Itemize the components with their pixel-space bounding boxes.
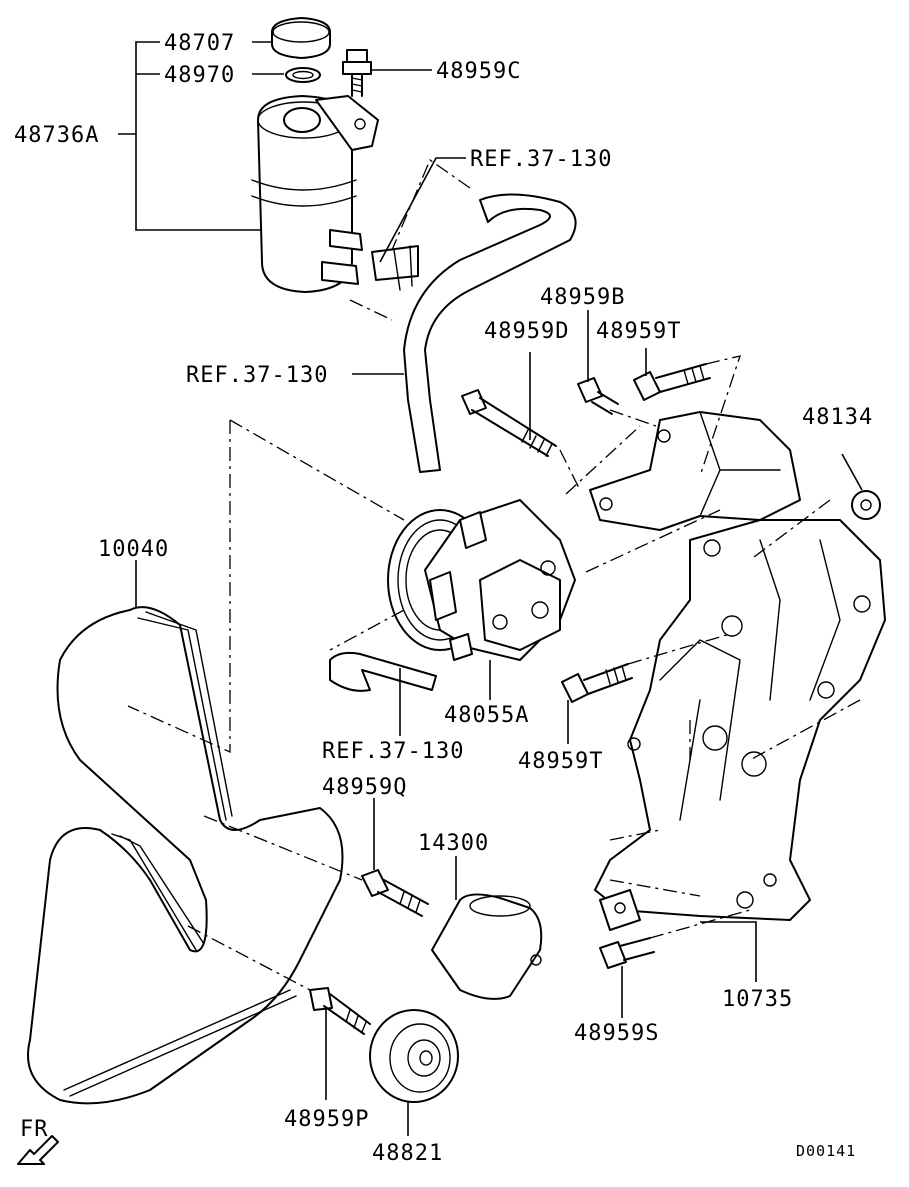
reservoir-tank xyxy=(251,95,379,293)
return-hose xyxy=(371,245,419,291)
bolt-p xyxy=(309,987,371,1035)
label-bracket: 10735 xyxy=(722,987,793,1012)
label-bolt-b: 48959B xyxy=(540,285,625,310)
label-ref-upper: REF.37-130 xyxy=(470,147,612,172)
bolt-d xyxy=(461,389,557,457)
suction-pipe xyxy=(329,651,437,692)
label-reservoir: 48736A xyxy=(14,123,99,148)
label-bolt-d: 48959D xyxy=(484,319,569,344)
label-bolt-p: 48959P xyxy=(284,1107,369,1132)
label-cap: 48707 xyxy=(164,31,235,56)
pressure-hose xyxy=(403,193,577,473)
label-tensioner: 14300 xyxy=(418,831,489,856)
bolt-t-upper xyxy=(633,363,711,401)
alignment-lines xyxy=(127,159,861,991)
bolt-t-lower xyxy=(561,663,633,703)
label-bolt-t-lower: 48959T xyxy=(518,749,603,774)
front-direction-arrow-icon xyxy=(17,1135,59,1165)
power-steering-pump xyxy=(387,499,576,661)
label-bolt-s: 48959S xyxy=(574,1021,659,1046)
label-idler-pulley: 48821 xyxy=(372,1141,443,1166)
label-ref-middle: REF.37-130 xyxy=(186,363,328,388)
bolt-q xyxy=(361,869,429,917)
tensioner-pulley xyxy=(431,893,543,1000)
label-front-direction: FR xyxy=(20,1117,49,1142)
bushing xyxy=(851,490,881,520)
bolt-b xyxy=(577,377,619,415)
idler-pulley xyxy=(369,1009,459,1103)
pump-bracket-upper xyxy=(589,411,801,531)
reservoir-bracket-leader xyxy=(135,41,262,231)
drive-belt xyxy=(27,606,344,1105)
label-bolt-t-upper: 48959T xyxy=(596,319,681,344)
reservoir-bolt-c xyxy=(342,49,372,97)
label-ref-lower: REF.37-130 xyxy=(322,739,464,764)
drawing-code: D00141 xyxy=(796,1142,856,1160)
label-bushing: 48134 xyxy=(802,405,873,430)
label-belt: 10040 xyxy=(98,537,169,562)
main-bracket xyxy=(594,519,886,931)
label-seal: 48970 xyxy=(164,63,235,88)
label-pump: 48055A xyxy=(444,703,529,728)
reservoir-cap xyxy=(271,17,331,59)
bolt-s xyxy=(599,937,655,969)
label-reservoir-bolt: 48959C xyxy=(436,59,521,84)
label-bolt-q: 48959Q xyxy=(322,775,407,800)
reservoir-seal-ring xyxy=(285,67,321,83)
